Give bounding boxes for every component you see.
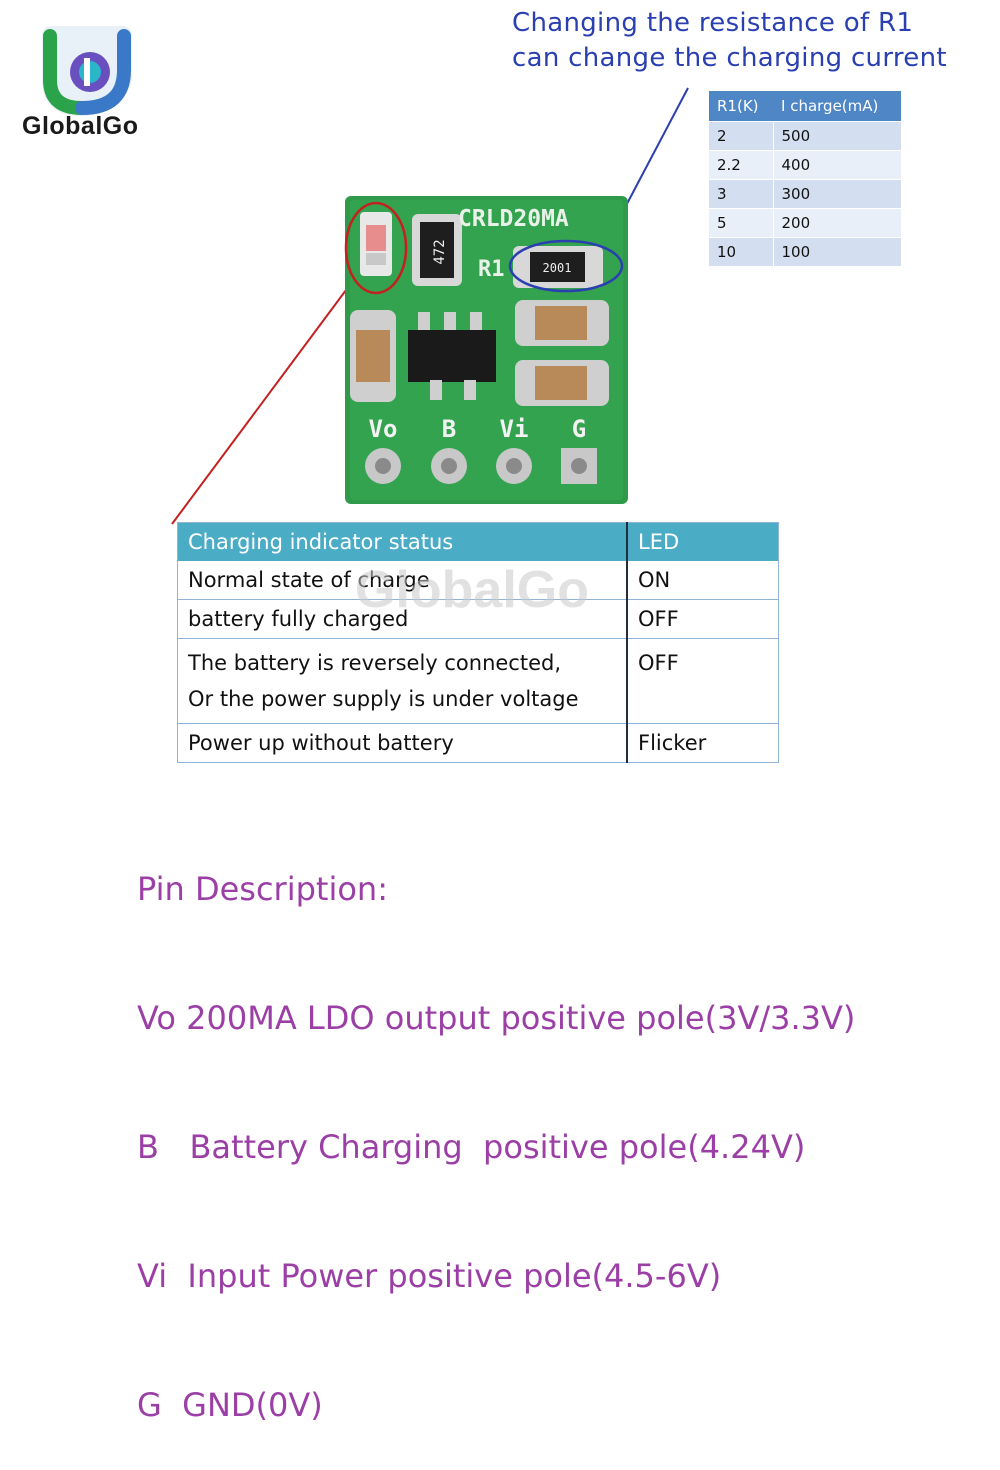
led-component <box>360 212 392 276</box>
r1-cell: 5 <box>709 208 774 238</box>
board-model-label: CRLD20MA <box>458 206 569 232</box>
current-cell: 200 <box>773 208 901 238</box>
pin-label-vi: Vi <box>500 415 529 443</box>
pin-label-g: G <box>572 415 586 443</box>
led-cell: OFF <box>627 638 779 724</box>
r1-current-table: R1(K) I charge(mA) 2 500 2.2 400 3 300 5… <box>709 91 901 266</box>
r1-cell: 2.2 <box>709 150 774 180</box>
pin-label-b: B <box>442 415 456 443</box>
resistor-472 <box>420 222 454 278</box>
logo-wordmark: GlobalGo <box>22 112 139 140</box>
pin-pad-vo <box>365 448 401 484</box>
table-row: The battery is reversely connected, Or t… <box>177 638 779 724</box>
status-line: Or the power supply is under voltage <box>188 687 579 711</box>
r1-header-resistance: R1(K) <box>709 91 773 122</box>
r1-cell: 10 <box>709 237 774 266</box>
led-status-table: Charging indicator status LED Normal sta… <box>177 522 779 763</box>
table-row: 2.2 400 <box>709 150 901 180</box>
r1-header-current: I charge(mA) <box>773 91 901 122</box>
r1-cell: 3 <box>709 179 774 209</box>
callout-line-2: can change the charging current <box>512 43 947 73</box>
table-row: 3 300 <box>709 179 901 209</box>
led-header-status: Charging indicator status <box>177 522 628 561</box>
charger-ic <box>408 330 496 382</box>
callout-pointer-line <box>599 87 689 256</box>
pin-description: Pin Description: Vo 200MA LDO output pos… <box>137 782 855 1470</box>
table-row: 2 500 <box>709 121 901 151</box>
status-cell: Normal state of charge <box>177 561 628 600</box>
resistor-472-label: 472 <box>432 239 448 264</box>
table-row: Normal state of charge ON <box>177 561 779 600</box>
status-cell: The battery is reversely connected, Or t… <box>177 638 628 724</box>
callout-line-1: Changing the resistance of R1 <box>512 8 914 38</box>
capacitor-right-top <box>535 306 587 340</box>
r1-callout: Changing the resistance of R1 can change… <box>512 6 947 76</box>
pin-label-vo: Vo <box>369 415 398 443</box>
table-row: battery fully charged OFF <box>177 599 779 639</box>
pin-pad-b <box>431 448 467 484</box>
globalgo-logo <box>42 26 132 116</box>
table-row: Power up without battery Flicker <box>177 723 779 763</box>
status-cell: battery fully charged <box>177 599 628 639</box>
table-row: 5 200 <box>709 208 901 238</box>
pin-line-vo: Vo 200MA LDO output positive pole(3V/3.3… <box>137 999 856 1037</box>
current-cell: 100 <box>773 237 901 266</box>
led-cell: ON <box>627 561 779 600</box>
pin-pad-vi <box>496 448 532 484</box>
current-cell: 300 <box>773 179 901 209</box>
resistor-r1 <box>530 252 585 282</box>
pcb <box>345 196 628 504</box>
pin-line-b: B Battery Charging positive pole(4.24V) <box>137 1128 806 1166</box>
table-row: 10 100 <box>709 237 901 266</box>
capacitor-left <box>356 330 390 382</box>
led-cell: Flicker <box>627 723 779 763</box>
pin-line-vi: Vi Input Power positive pole(4.5-6V) <box>137 1257 722 1295</box>
r1-highlight-ring <box>508 239 624 293</box>
board-r1-label: R1 <box>478 257 505 282</box>
resistor-r1-label: 2001 <box>543 261 572 275</box>
r1-cell: 2 <box>709 121 774 151</box>
status-cell: Power up without battery <box>177 723 628 763</box>
pin-description-title: Pin Description: <box>137 870 388 908</box>
status-line: The battery is reversely connected, <box>188 651 562 675</box>
led-header-led: LED <box>627 522 779 561</box>
current-cell: 500 <box>773 121 901 151</box>
pin-line-g: G GND(0V) <box>137 1386 323 1424</box>
led-pointer-line <box>171 281 353 525</box>
current-cell: 400 <box>773 150 901 180</box>
led-highlight-ring <box>344 201 408 295</box>
led-cell: OFF <box>627 599 779 639</box>
pin-pad-g <box>561 448 597 484</box>
capacitor-right-bottom <box>535 366 587 400</box>
